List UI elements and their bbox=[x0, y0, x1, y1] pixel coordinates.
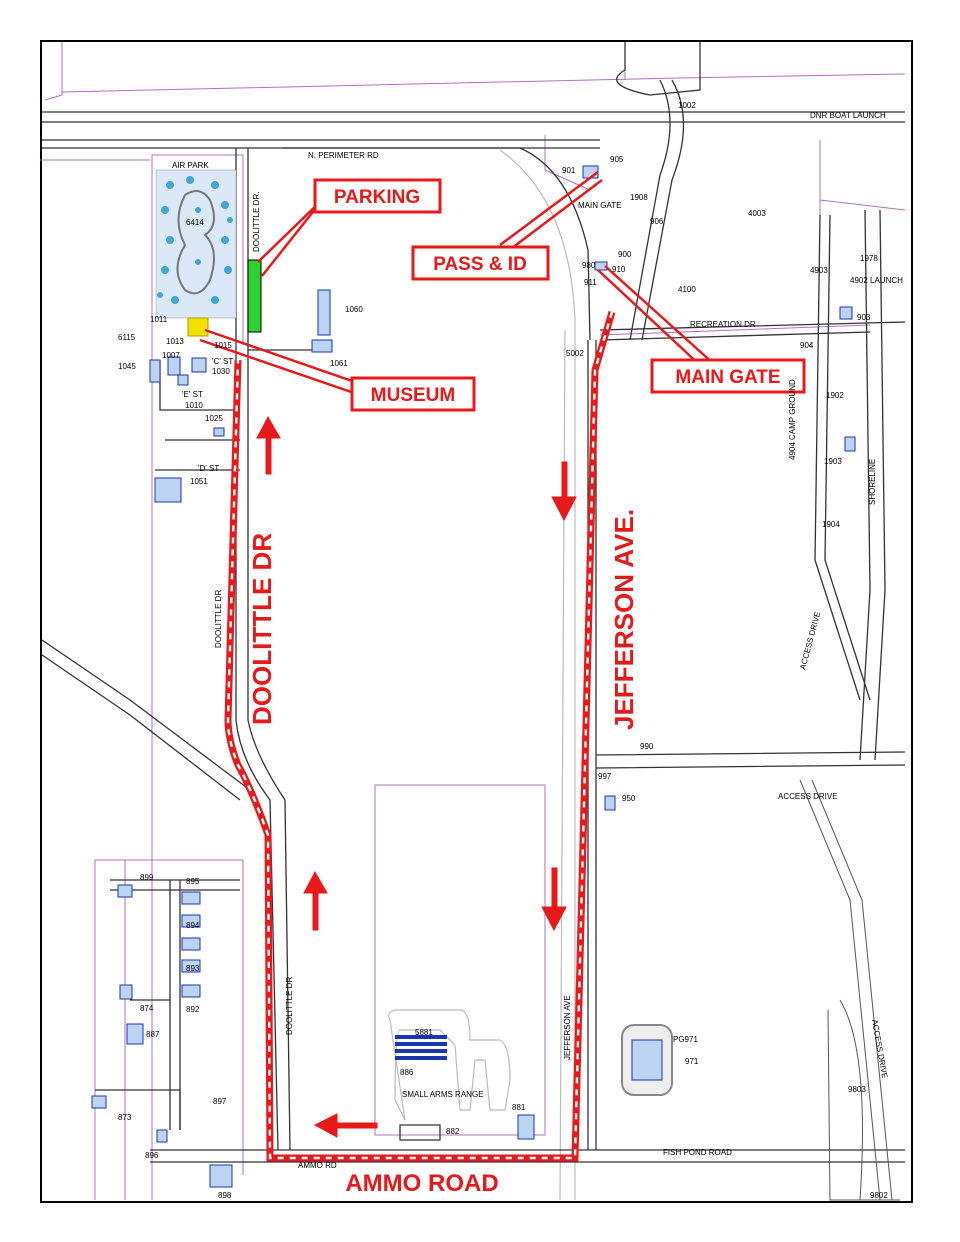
label-jefferson-ave: JEFFERSON AVE bbox=[563, 995, 572, 1060]
bldg-901: 901 bbox=[562, 166, 576, 175]
small-arms-range-track bbox=[388, 1009, 511, 1121]
bldg-911: 911 bbox=[584, 278, 597, 287]
route-arrows bbox=[256, 415, 577, 1138]
bldg-1978: 1978 bbox=[860, 254, 878, 263]
route-label-jefferson: JEFFERSON AVE. bbox=[609, 509, 639, 730]
callout-pass-id: PASS & ID bbox=[411, 245, 550, 281]
label-small-arms: SMALL ARMS RANGE bbox=[402, 1090, 484, 1099]
route-label-ammo: AMMO ROAD bbox=[345, 1170, 498, 1197]
callout-leaders bbox=[199, 170, 716, 397]
bldg-5002: 5002 bbox=[566, 349, 584, 358]
callout-pass-id-text: PASS & ID bbox=[433, 254, 527, 275]
callout-museum: MUSEUM bbox=[350, 376, 476, 412]
bldg-1010: 1010 bbox=[185, 401, 203, 410]
label-recreation-dr: RECREATION DR bbox=[690, 320, 756, 329]
bldg-1902: 1902 bbox=[826, 391, 844, 400]
bldg-899: 899 bbox=[140, 873, 154, 882]
arrow-left-ammo bbox=[313, 1113, 378, 1138]
bldg-887: 887 bbox=[146, 1030, 160, 1039]
bldg-900: 900 bbox=[618, 250, 632, 259]
bldg-1903: 1903 bbox=[824, 457, 842, 466]
label-doolittle-low: DOOLITTLE DR bbox=[285, 977, 294, 1035]
bldg-903: 903 bbox=[857, 313, 871, 322]
bldg-904: 904 bbox=[800, 341, 814, 350]
bldg-5881: 5881 bbox=[415, 1028, 433, 1037]
bldg-896: 896 bbox=[145, 1151, 159, 1160]
label-shoreline: SHORELINE bbox=[868, 459, 877, 505]
buildings bbox=[91, 165, 856, 1188]
label-n-perimeter: N. PERIMETER RD bbox=[308, 151, 379, 160]
bldg-873: 873 bbox=[118, 1113, 132, 1122]
bldg-1007: 1007 bbox=[162, 351, 180, 360]
bldg-6414: 6414 bbox=[186, 218, 204, 227]
bldg-1908: 1908 bbox=[630, 193, 648, 202]
label-c-st: 'C' ST bbox=[212, 357, 233, 366]
bldg-971: 971 bbox=[685, 1057, 699, 1066]
bldg-1013: 1013 bbox=[166, 337, 184, 346]
bldg-906: 906 bbox=[650, 217, 664, 226]
label-dnr-launch: DNR BOAT LAUNCH bbox=[810, 111, 886, 120]
label-main-gate-small: MAIN GATE bbox=[578, 201, 621, 210]
bldg-886: 886 bbox=[400, 1068, 414, 1077]
bldg-997: 997 bbox=[598, 772, 612, 781]
bldg-1025: 1025 bbox=[205, 414, 223, 423]
visitor-route bbox=[224, 311, 616, 1162]
bldg-1060: 1060 bbox=[345, 305, 363, 314]
arrow-up-doolittle-low bbox=[303, 870, 328, 931]
bldg-980: 980 bbox=[582, 261, 596, 270]
callout-parking-text: PARKING bbox=[334, 187, 420, 208]
bldg-905: 905 bbox=[610, 155, 624, 164]
bldg-6115: 6115 bbox=[118, 333, 136, 342]
bldg-874: 874 bbox=[140, 1004, 154, 1013]
bldg-9803: 9803 bbox=[848, 1085, 866, 1094]
route-label-doolittle: DOOLITTLE DR bbox=[247, 533, 277, 725]
bldg-950: 950 bbox=[622, 794, 636, 803]
bldg-894: 894 bbox=[186, 921, 200, 930]
museum-building bbox=[187, 317, 209, 337]
bldg-990: 990 bbox=[640, 742, 654, 751]
bldg-1051: 1051 bbox=[190, 477, 208, 486]
bldg-1015: 1015 bbox=[214, 341, 232, 350]
bldg-881: 881 bbox=[512, 1103, 526, 1112]
bldg-893: 893 bbox=[186, 964, 200, 973]
label-doolittle-top: DOOLITTLE DR. bbox=[252, 192, 261, 252]
label-air-park: AIR PARK bbox=[172, 161, 209, 170]
arrow-down-jefferson-low bbox=[541, 867, 567, 932]
bldg-1045: 1045 bbox=[118, 362, 136, 371]
label-e-st: 'E' ST bbox=[182, 390, 203, 399]
bldg-897: 897 bbox=[213, 1097, 227, 1106]
bldg-895: 895 bbox=[186, 877, 200, 886]
label-doolittle-mid: DOOLITTLE DR bbox=[214, 590, 223, 648]
label-fish-pond-road: FISH POND ROAD bbox=[663, 1148, 732, 1157]
bldg-4003: 4003 bbox=[748, 209, 766, 218]
bldg-898: 898 bbox=[218, 1191, 232, 1200]
label-camp-ground: 4904 CAMP GROUND bbox=[788, 379, 797, 460]
label-launch: 4902 LAUNCH bbox=[850, 276, 903, 285]
building-numbers: 1060 1061 1045 1007 1030 1010 1025 1051 … bbox=[118, 101, 888, 1200]
air-park-aircraft bbox=[155, 169, 237, 319]
bldg-9802: 9802 bbox=[870, 1191, 888, 1200]
arrow-up-north bbox=[256, 415, 281, 475]
bldg-4903: 4903 bbox=[810, 266, 828, 275]
parking-lot bbox=[247, 259, 262, 333]
bldg-1002: 1002 bbox=[678, 101, 696, 110]
label-access-drive-h: ACCESS DRIVE bbox=[778, 792, 838, 801]
bldg-882: 882 bbox=[446, 1127, 460, 1136]
callout-main-gate-text: MAIN GATE bbox=[675, 367, 780, 388]
bldg-892: 892 bbox=[186, 1005, 200, 1014]
callout-museum-text: MUSEUM bbox=[371, 385, 455, 406]
bldg-1011: 1011 bbox=[150, 315, 168, 324]
callout-main-gate: MAIN GATE bbox=[650, 358, 806, 394]
arrow-down-jefferson-top bbox=[551, 461, 577, 522]
bldg-910: 910 bbox=[612, 265, 626, 274]
bldg-1904: 1904 bbox=[822, 520, 840, 529]
bldg-1061: 1061 bbox=[330, 359, 348, 368]
label-ammo-rd: AMMO RD bbox=[298, 1161, 337, 1170]
bldg-1030: 1030 bbox=[212, 367, 230, 376]
label-d-st: 'D' ST bbox=[198, 464, 219, 473]
callout-parking: PARKING bbox=[313, 178, 442, 214]
bldg-4100: 4100 bbox=[678, 285, 696, 294]
bldg-pg971: PG971 bbox=[673, 1035, 698, 1044]
